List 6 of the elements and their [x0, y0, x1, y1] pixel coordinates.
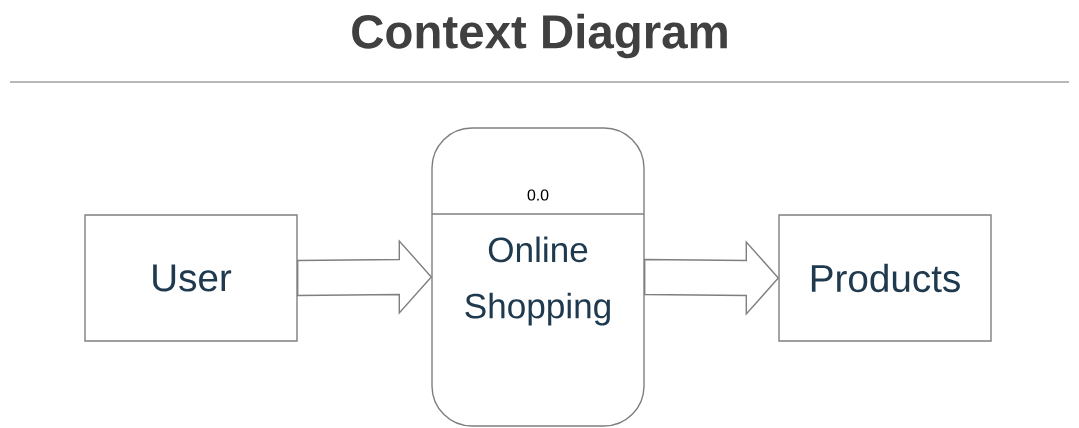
block-arrow [297, 239, 433, 315]
process-box: 0.0 Online Shopping [431, 127, 645, 427]
title: Context Diagram [352, 13, 727, 59]
entity-box: User [84, 214, 298, 342]
block-arrow [644, 240, 780, 316]
entity-box: Products [778, 214, 992, 342]
